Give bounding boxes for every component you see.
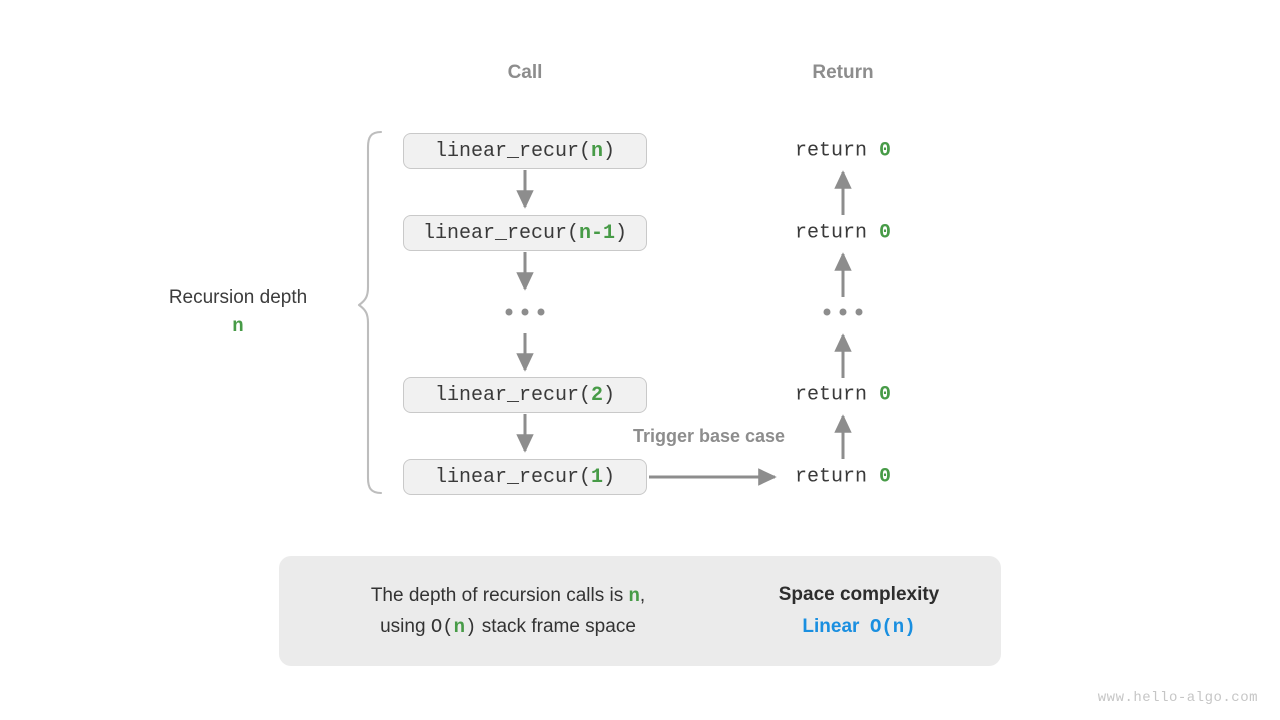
call-ellipsis [505,308,545,316]
summary-line-2-close: ) [465,615,477,638]
summary-line-1-pre: The depth of recursion calls is [370,584,629,606]
call-box-0-arg: n [591,139,604,163]
return-label-4: return 0 [795,466,891,489]
return-label-3-value: 0 [879,383,892,407]
return-label-3: return 0 [795,384,891,407]
space-complexity-name: Linear [802,616,860,637]
summary-line-2: using O(n) stack frame space [380,616,636,638]
return-label-1: return 0 [795,222,891,245]
summary-line-2-var: n [453,615,466,638]
return-label-1-value: 0 [879,221,892,245]
return-label-1-prefix: return [794,221,879,245]
space-complexity-value: Linear O(n) [802,616,915,638]
dot-1 [823,308,831,316]
return-label-0-prefix: return [794,139,879,163]
dot-1 [505,308,513,316]
summary-line-2-open: O( [430,615,454,638]
return-label-4-value: 0 [879,465,892,489]
call-box-1-arg: n-1 [579,221,616,245]
recursion-depth-value: n [232,315,244,337]
summary-line-1-post: , [639,584,646,606]
summary-line-2-pre: using [380,615,431,637]
return-ellipsis [823,308,863,316]
call-box-4-prefix: linear_recur( [434,465,591,489]
summary-explanation: The depth of recursion calls is n, using… [303,556,713,666]
summary-line-2-post: stack frame space [476,615,636,637]
dot-3 [537,308,545,316]
call-box-4[interactable]: linear_recur(1) [403,459,647,495]
watermark: www.hello-algo.com [1097,690,1258,706]
summary-line-1: The depth of recursion calls is n, [371,585,645,607]
space-complexity-spacer [859,616,870,637]
call-box-1[interactable]: linear_recur(n-1) [403,215,647,251]
recursion-depth-title: Recursion depth [168,287,308,308]
summary-panel: The depth of recursion calls is n, using… [279,556,1001,666]
return-label-3-prefix: return [794,383,879,407]
return-label-0-value: 0 [879,139,892,163]
summary-line-1-var: n [628,584,640,607]
call-box-3-suffix: ) [603,383,616,407]
dot-3 [855,308,863,316]
call-box-1-prefix: linear_recur( [422,221,579,245]
call-box-3-prefix: linear_recur( [434,383,591,407]
call-box-0[interactable]: linear_recur(n) [403,133,647,169]
column-header-call: Call [507,62,543,83]
recursion-depth-annotation: Recursion depth n [169,285,307,341]
return-label-4-prefix: return [794,465,879,489]
return-label-0: return 0 [795,140,891,163]
call-box-0-prefix: linear_recur( [434,139,591,163]
recursion-depth-brace [357,130,383,495]
dot-2 [521,308,529,316]
dot-2 [839,308,847,316]
space-complexity-result: Space complexity Linear O(n) [739,556,979,666]
column-header-return: Return [812,62,874,83]
trigger-base-case-note: Trigger base case [632,426,786,446]
space-complexity-title: Space complexity [778,584,940,605]
call-box-4-suffix: ) [603,465,616,489]
call-box-0-suffix: ) [603,139,616,163]
call-box-1-suffix: ) [615,221,628,245]
space-complexity-notation: O(n) [869,616,916,638]
call-box-3[interactable]: linear_recur(2) [403,377,647,413]
call-box-4-arg: 1 [591,465,604,489]
call-box-3-arg: 2 [591,383,604,407]
